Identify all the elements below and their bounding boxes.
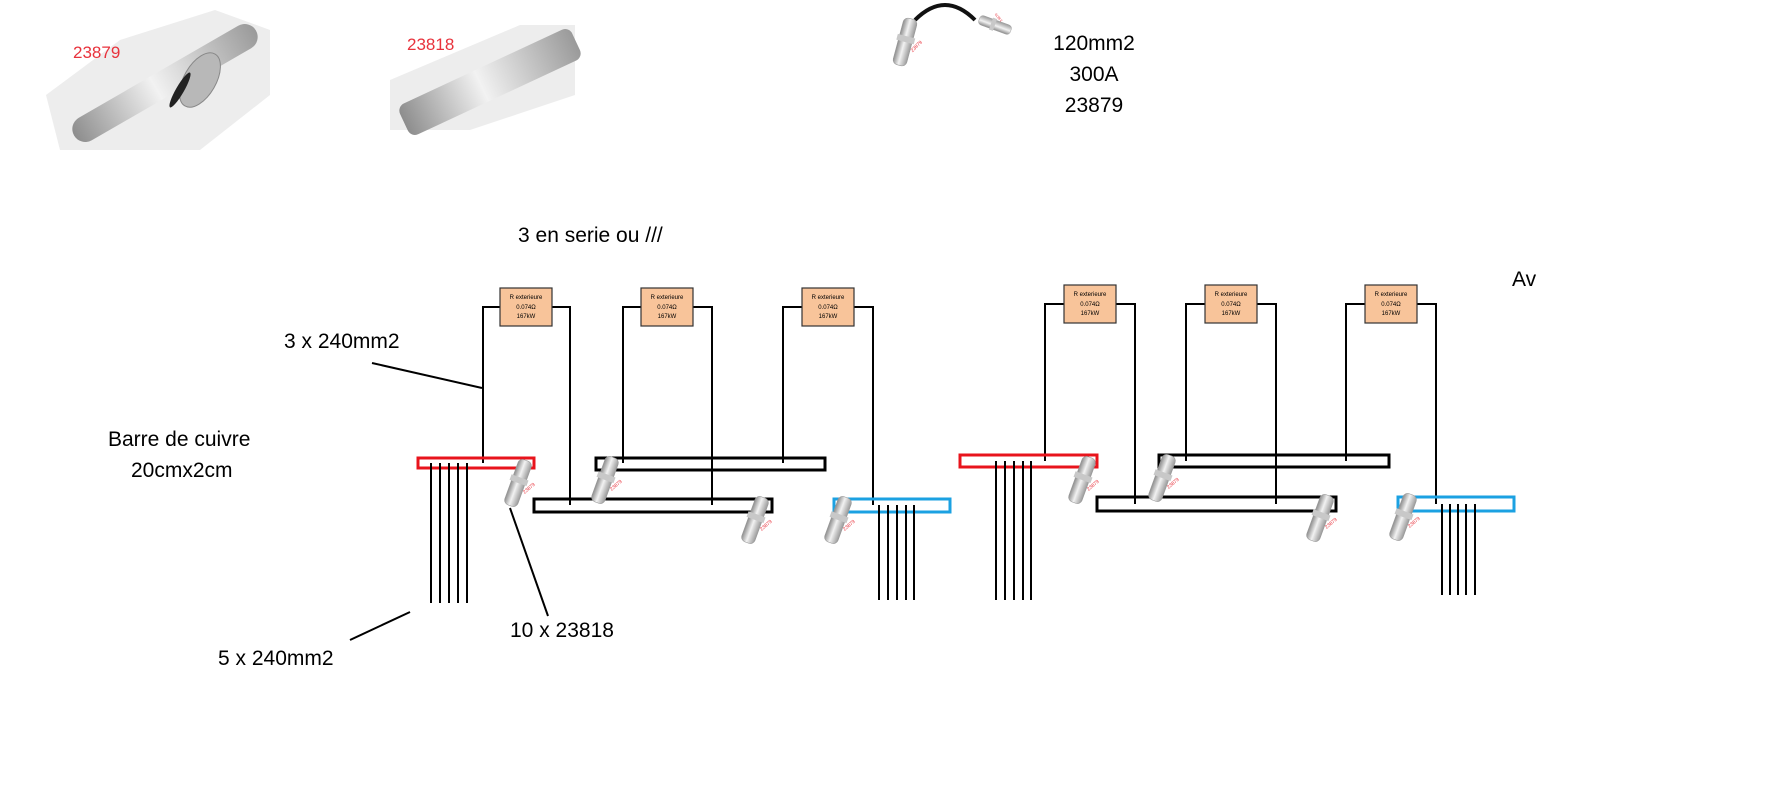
busbar bbox=[1095, 495, 1338, 513]
svg-text:167kW: 167kW bbox=[1222, 311, 1241, 317]
connector-icon bbox=[1302, 491, 1347, 548]
positive-busbar bbox=[958, 453, 1099, 469]
svg-text:R exterieure: R exterieure bbox=[510, 295, 543, 301]
cable-spec: 120mm2 300A 23879 bbox=[1040, 28, 1148, 121]
cut-text: Av bbox=[1512, 268, 1537, 291]
resistor: R exterieure 0.074Ω 167kW bbox=[1063, 284, 1117, 324]
svg-text:167kW: 167kW bbox=[1081, 311, 1100, 317]
part-label-23818: 23818 bbox=[407, 35, 455, 54]
svg-text:0.074Ω: 0.074Ω bbox=[818, 305, 838, 311]
resistor: R exterieure 0.074Ω 167kW bbox=[1364, 284, 1418, 324]
svg-text:0.074Ω: 0.074Ω bbox=[1381, 302, 1401, 308]
cable-bundle bbox=[878, 505, 915, 600]
connector-icon bbox=[737, 493, 782, 550]
negative-busbar bbox=[1396, 495, 1516, 513]
connector-icon bbox=[500, 456, 545, 513]
svg-text:0.074Ω: 0.074Ω bbox=[516, 305, 536, 311]
cable-3-label: 3 x 240mm2 bbox=[284, 330, 400, 353]
negative-busbar bbox=[832, 497, 952, 514]
svg-text:0.074Ω: 0.074Ω bbox=[1080, 302, 1100, 308]
svg-text:167kW: 167kW bbox=[819, 314, 838, 320]
resistor: R exterieure 0.074Ω 167kW bbox=[801, 287, 855, 327]
connector-icon bbox=[1144, 451, 1189, 508]
svg-text:0.074Ω: 0.074Ω bbox=[1221, 302, 1241, 308]
resistor: R exterieure 0.074Ω 167kW bbox=[640, 287, 694, 327]
svg-text:0.074Ω: 0.074Ω bbox=[657, 305, 677, 311]
cable-section: 120mm2 bbox=[1053, 32, 1135, 55]
cable-bundle bbox=[430, 463, 468, 603]
cable-bundle bbox=[1441, 504, 1476, 595]
svg-text:R exterieure: R exterieure bbox=[1215, 292, 1248, 298]
svg-text:167kW: 167kW bbox=[1382, 311, 1401, 317]
busbar-label-1: Barre de cuivre bbox=[108, 428, 251, 451]
busbar bbox=[1157, 453, 1391, 469]
resistor: R exterieure 0.074Ω 167kW bbox=[1204, 284, 1258, 324]
wires bbox=[349, 303, 1437, 641]
svg-text:R exterieure: R exterieure bbox=[1074, 292, 1107, 298]
svg-text:R exterieure: R exterieure bbox=[651, 295, 684, 301]
series-note: 3 en serie ou /// bbox=[518, 224, 663, 247]
connector-icon bbox=[820, 493, 865, 550]
connectors-label: 10 x 23818 bbox=[510, 619, 614, 642]
connector-icon bbox=[1385, 490, 1430, 547]
busbar bbox=[594, 456, 827, 472]
cable-5-label: 5 x 240mm2 bbox=[218, 647, 334, 670]
busbar-label-2: 20cmx2cm bbox=[131, 459, 233, 482]
svg-text:167kW: 167kW bbox=[658, 314, 677, 320]
svg-text:R exterieure: R exterieure bbox=[1375, 292, 1408, 298]
cable-bundle bbox=[995, 461, 1032, 600]
cable-part: 23879 bbox=[1064, 94, 1124, 117]
connector-icon bbox=[1064, 453, 1109, 510]
positive-busbar bbox=[416, 456, 536, 470]
part-label-23879: 23879 bbox=[73, 43, 121, 62]
connector-23818-photo bbox=[390, 25, 581, 135]
resistor: R exterieure 0.074Ω 167kW bbox=[499, 287, 553, 327]
connector-23879-photo bbox=[46, 10, 270, 150]
svg-text:167kW: 167kW bbox=[517, 314, 536, 320]
svg-text:R exterieure: R exterieure bbox=[812, 295, 845, 301]
cable-assembly-photo bbox=[889, 3, 1016, 71]
cable-current: 300A bbox=[1069, 63, 1119, 86]
busbar bbox=[532, 497, 774, 514]
